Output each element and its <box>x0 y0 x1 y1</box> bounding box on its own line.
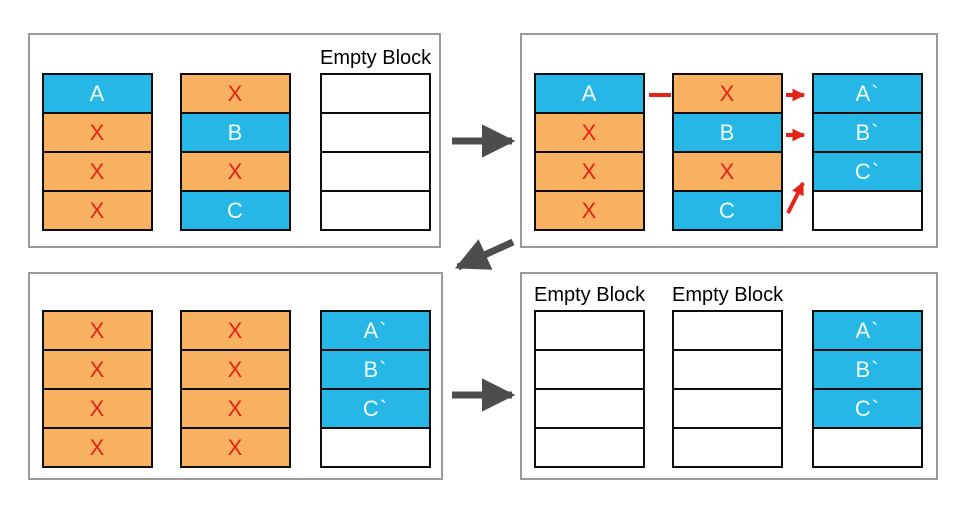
page-cell-valid: C` <box>812 151 923 192</box>
page-cell-valid: C <box>180 190 291 231</box>
page-cell-valid: B` <box>812 112 923 153</box>
block-column: A`B`C` <box>320 284 431 468</box>
page-cell-stale: X <box>180 73 291 114</box>
empty-block-label: Empty Block <box>672 284 784 306</box>
block-column: Empty Block <box>672 284 783 468</box>
page-cell-empty <box>320 190 431 231</box>
page-cell-stale: X <box>42 310 153 351</box>
page-cell-empty <box>812 190 923 231</box>
page-cell-stale: X <box>672 73 783 114</box>
page-cell-valid: C` <box>812 388 923 429</box>
page-cell-valid: B <box>180 112 291 153</box>
page-cell-empty <box>320 73 431 114</box>
column-label-spacer <box>812 47 923 73</box>
empty-block-label: Empty Block <box>320 47 432 69</box>
page-cell-stale: X <box>534 112 645 153</box>
page-cell-valid: A <box>42 73 153 114</box>
page-cell-valid: B` <box>812 349 923 390</box>
page-cell-empty <box>534 310 645 351</box>
page-cell-empty <box>672 388 783 429</box>
page-stack <box>672 310 783 468</box>
page-cell-empty <box>672 349 783 390</box>
column-label-spacer <box>180 284 291 310</box>
page-stack: A`B`C` <box>320 310 431 468</box>
page-cell-stale: X <box>672 151 783 192</box>
empty-block-label: Empty Block <box>534 284 646 306</box>
page-cell-valid: B <box>672 112 783 153</box>
page-cell-valid: A` <box>812 310 923 351</box>
page-cell-stale: X <box>180 427 291 468</box>
page-cell-empty <box>672 310 783 351</box>
page-cell-stale: X <box>180 349 291 390</box>
page-cell-stale: X <box>180 310 291 351</box>
page-cell-stale: X <box>42 151 153 192</box>
page-stack <box>320 73 431 231</box>
page-cell-valid: A` <box>320 310 431 351</box>
page-cell-stale: X <box>180 388 291 429</box>
page-stack <box>534 310 645 468</box>
page-cell-empty <box>320 151 431 192</box>
page-cell-valid: C` <box>320 388 431 429</box>
page-cell-empty <box>672 427 783 468</box>
column-label-spacer <box>812 284 923 310</box>
column-label-spacer <box>42 47 153 73</box>
page-cell-valid: A <box>534 73 645 114</box>
column-label-spacer <box>534 47 645 73</box>
page-cell-stale: X <box>42 190 153 231</box>
page-stack: A`B`C` <box>812 73 923 231</box>
page-cell-stale: X <box>180 151 291 192</box>
column-label-spacer <box>42 284 153 310</box>
column-label-spacer <box>180 47 291 73</box>
page-cell-valid: B` <box>320 349 431 390</box>
page-cell-valid: C <box>672 190 783 231</box>
page-cell-empty <box>534 388 645 429</box>
page-cell-empty <box>320 427 431 468</box>
block-column: Empty Block <box>320 47 431 231</box>
block-column: A`B`C` <box>812 284 923 468</box>
page-cell-valid: A` <box>812 73 923 114</box>
page-cell-stale: X <box>534 190 645 231</box>
arrow-step2-to-step3 <box>454 238 515 271</box>
page-cell-stale: X <box>534 151 645 192</box>
block-column: A`B`C` <box>812 47 923 231</box>
column-label-spacer <box>320 284 431 310</box>
page-cell-empty <box>812 427 923 468</box>
page-cell-stale: X <box>42 349 153 390</box>
column-label-spacer <box>672 47 783 73</box>
page-cell-empty <box>534 427 645 468</box>
page-cell-empty <box>534 349 645 390</box>
page-cell-stale: X <box>42 112 153 153</box>
block-column: Empty Block <box>534 284 645 468</box>
page-stack: A`B`C` <box>812 310 923 468</box>
page-cell-stale: X <box>42 388 153 429</box>
page-cell-empty <box>320 112 431 153</box>
page-cell-stale: X <box>42 427 153 468</box>
